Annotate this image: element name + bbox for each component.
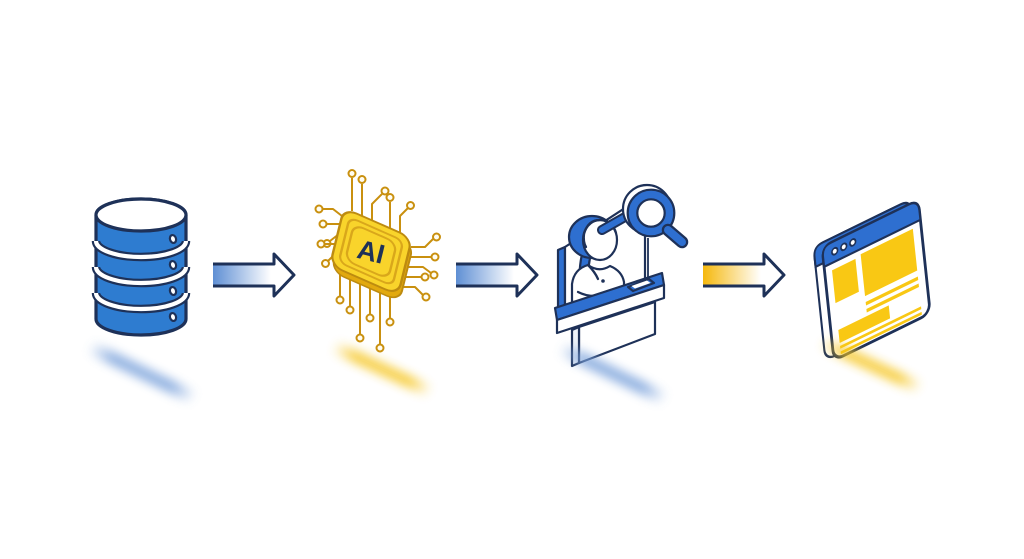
- database-icon: [91, 197, 191, 337]
- person-magnifier-icon: [553, 183, 689, 368]
- magnifier-icon: [597, 183, 689, 277]
- ai-chip-icon: AI: [314, 169, 441, 353]
- flow-arrow-2: [456, 252, 539, 298]
- database-top: [94, 197, 188, 233]
- browser-content-blocks: [832, 228, 922, 355]
- flow-arrow-3: [703, 252, 786, 298]
- desk: [553, 271, 666, 368]
- browser-window-dots: [831, 238, 857, 256]
- browser-title-bar: [821, 201, 922, 269]
- flow-arrow-1: [213, 252, 296, 298]
- chip-package: [331, 211, 413, 299]
- browser-window-icon: [813, 201, 931, 359]
- database-indicator-dots: [168, 233, 178, 323]
- database-shadow: [86, 340, 198, 405]
